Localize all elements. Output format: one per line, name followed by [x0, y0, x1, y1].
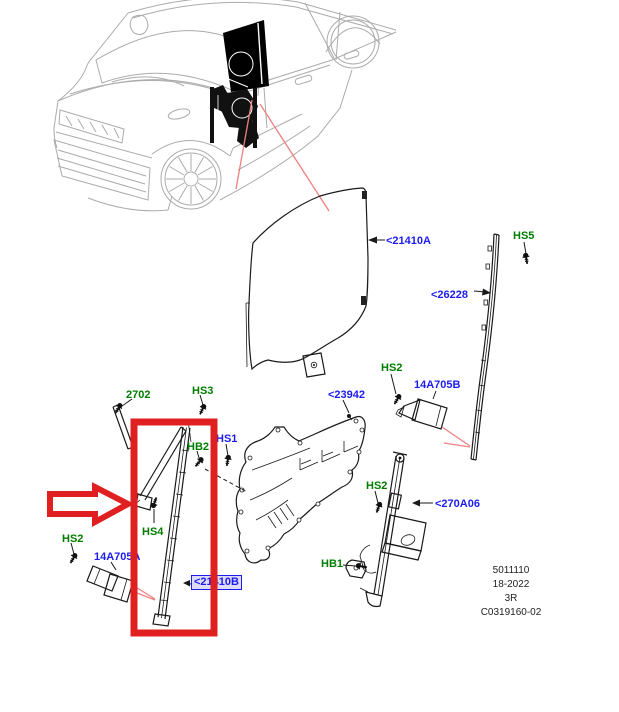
callout-270a06[interactable]: <270A06 [435, 498, 480, 510]
clip-14a705b-drawing[interactable] [395, 398, 448, 430]
door-cutaway-highlight [210, 20, 269, 148]
callout-21410a[interactable]: <21410A [386, 235, 431, 247]
clip-14a705a-drawing[interactable] [86, 565, 134, 603]
callout-hb2: HB2 [187, 441, 210, 453]
callout-hs2-channel: HS2 [381, 362, 403, 374]
run-channel-26228-drawing[interactable] [470, 233, 500, 461]
locator-leader-lines [235, 99, 330, 212]
pointer-arrows-pink [133, 426, 471, 601]
strip-2702-drawing [112, 404, 134, 450]
callout-hs2-regulator: HS2 [366, 480, 388, 492]
callout-14a705b[interactable]: 14A705B [414, 379, 461, 391]
callout-2702: 2702 [126, 389, 151, 401]
regulator-270a06-drawing[interactable] [345, 451, 427, 608]
sheet-info-block: 5011110 18-2022 3R C0319160-02 [448, 564, 574, 620]
sheet-drawing-ref: C0319160-02 [480, 607, 542, 618]
module-panel-23942-drawing[interactable] [235, 415, 366, 564]
callout-hs3: HS3 [192, 385, 214, 397]
callout-hs4: HS4 [142, 526, 164, 538]
sheet-number: 5011110 [492, 565, 530, 576]
door-glass-drawing[interactable] [245, 187, 369, 378]
callout-hb1: HB1 [321, 558, 344, 570]
callout-21410b-selected[interactable]: <21410B [191, 575, 242, 590]
callout-23942[interactable]: <23942 [328, 389, 366, 401]
callout-26228[interactable]: <26228 [431, 289, 469, 301]
sheet-revision: 3R [504, 593, 518, 604]
callout-hs5: HS5 [513, 230, 535, 242]
fastener-icons [66, 251, 532, 572]
callout-14a705a[interactable]: 14A705A [94, 551, 141, 563]
sheet-date: 18-2022 [492, 579, 530, 590]
callout-hs1[interactable]: HS1 [216, 433, 238, 445]
callout-hs2-left: HS2 [62, 533, 84, 545]
